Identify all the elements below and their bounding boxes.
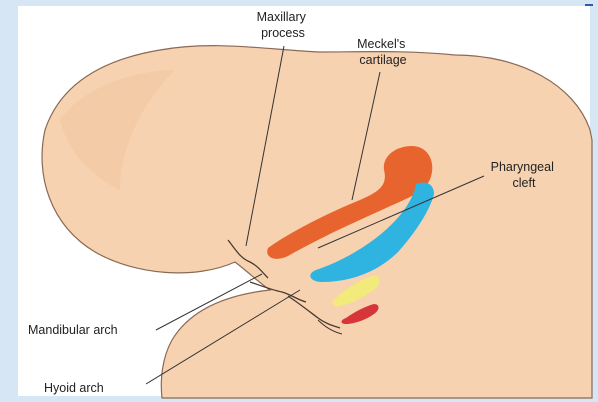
label-mandibular-arch: Mandibular arch [28, 323, 118, 337]
label-maxillary-process: Maxillary process [257, 10, 310, 40]
label-hyoid-arch: Hyoid arch [44, 381, 104, 395]
